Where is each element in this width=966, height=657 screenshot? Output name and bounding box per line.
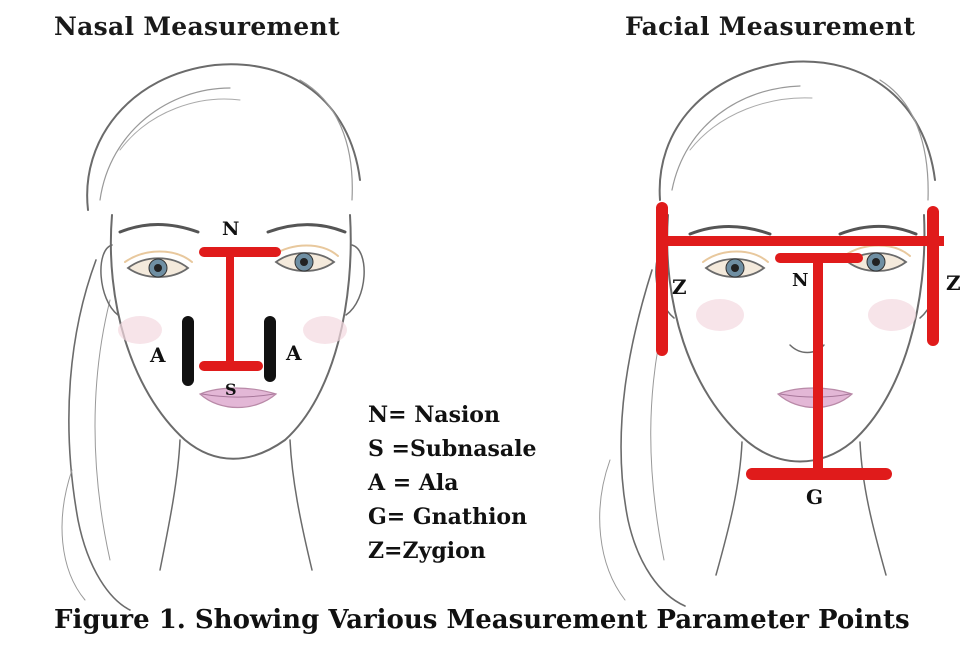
legend: N= Nasion S =Subnasale A = Ala G= Gnathi… [368,398,537,568]
nasal-measurement-markers [188,252,276,380]
facial-z-right-label: Z [946,271,961,295]
legend-item-gnathion: G= Gnathion [368,500,537,534]
facial-z-left-label: Z [672,275,687,299]
nasal-s-label: S [225,380,237,399]
facial-face-sketch [600,61,938,606]
legend-item-ala: A = Ala [368,466,537,500]
facial-g-label: G [806,485,823,509]
facial-n-label: N [792,270,808,291]
legend-item-zygion: Z=Zygion [368,534,537,568]
facial-measurement-markers [662,208,944,474]
legend-item-nasion: N= Nasion [368,398,537,432]
nasal-a-left-label: A [149,343,166,367]
nasal-n-label: N [222,218,239,240]
nasal-face-sketch [62,64,364,610]
legend-item-subnasale: S =Subnasale [368,432,537,466]
nasal-a-right-label: A [285,341,302,365]
figure-caption: Figure 1. Showing Various Measurement Pa… [54,605,966,635]
